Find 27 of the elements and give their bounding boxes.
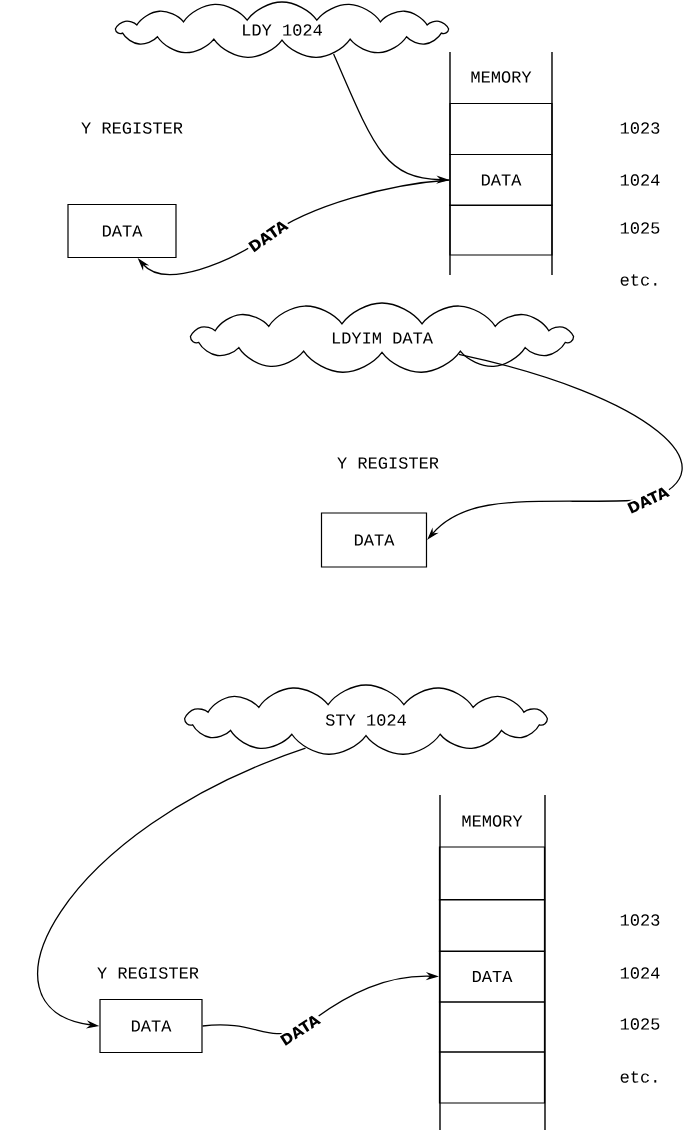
memory-cell — [438, 1001, 546, 1053]
memory-cell — [449, 102, 553, 156]
memory-cell — [438, 898, 546, 953]
memory-cell — [449, 204, 553, 256]
register-label: Y REGISTER — [81, 122, 183, 134]
address-label: 1025 — [620, 1018, 660, 1030]
instruction-cloud: STY 1024 — [184, 684, 548, 755]
address-label: 1024 — [620, 967, 660, 979]
memory-cell: DATA — [449, 153, 553, 207]
address-label: etc. — [620, 274, 657, 286]
address-label: 1023 — [620, 914, 660, 926]
memory-header: MEMORY — [462, 815, 523, 827]
memory-cell — [438, 1051, 546, 1104]
address-label: etc. — [620, 1071, 657, 1083]
register-label: Y REGISTER — [97, 967, 199, 979]
address-label: 1024 — [620, 174, 660, 186]
instruction-cloud: LDY 1024 — [114, 1, 450, 59]
register-box: DATA — [67, 203, 177, 259]
address-label: 1023 — [620, 122, 660, 134]
register-box: DATA — [320, 512, 428, 568]
register-label: Y REGISTER — [337, 457, 439, 469]
address-label: 1025 — [620, 222, 660, 234]
register-box: DATA — [99, 998, 203, 1054]
memory-cell — [438, 846, 546, 901]
memory-cell: DATA — [438, 950, 546, 1003]
instruction-cloud: LDYIM DATA — [189, 302, 575, 373]
memory-header: MEMORY — [471, 71, 532, 83]
